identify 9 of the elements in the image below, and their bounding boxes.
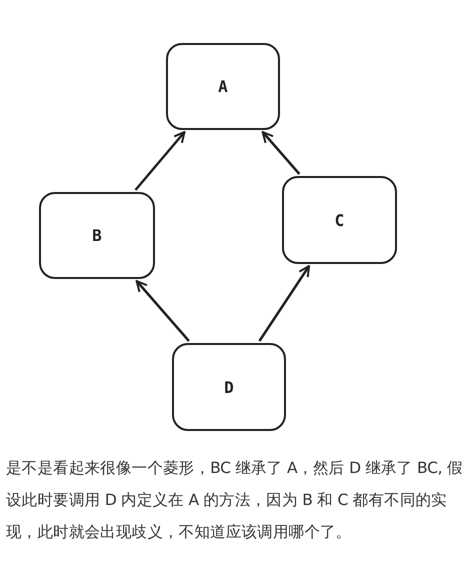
paragraph: 是不是看起来很像一个菱形，BC 继承了 A，然后 D 继承了 BC, 假设此时要调用 D 内定义在 A 的方法，因为 B 和 C 都有不同的实现，此时就会出现歧义，不知道应该调用哪个了。	[6, 458, 464, 543]
arrow	[258, 265, 310, 342]
class-box: C	[282, 176, 397, 264]
arrow	[136, 280, 190, 342]
class-box: A	[166, 43, 280, 130]
arrow	[134, 131, 186, 191]
class-box: D	[172, 343, 286, 431]
class-box: B	[39, 192, 155, 279]
arrow	[262, 131, 300, 175]
